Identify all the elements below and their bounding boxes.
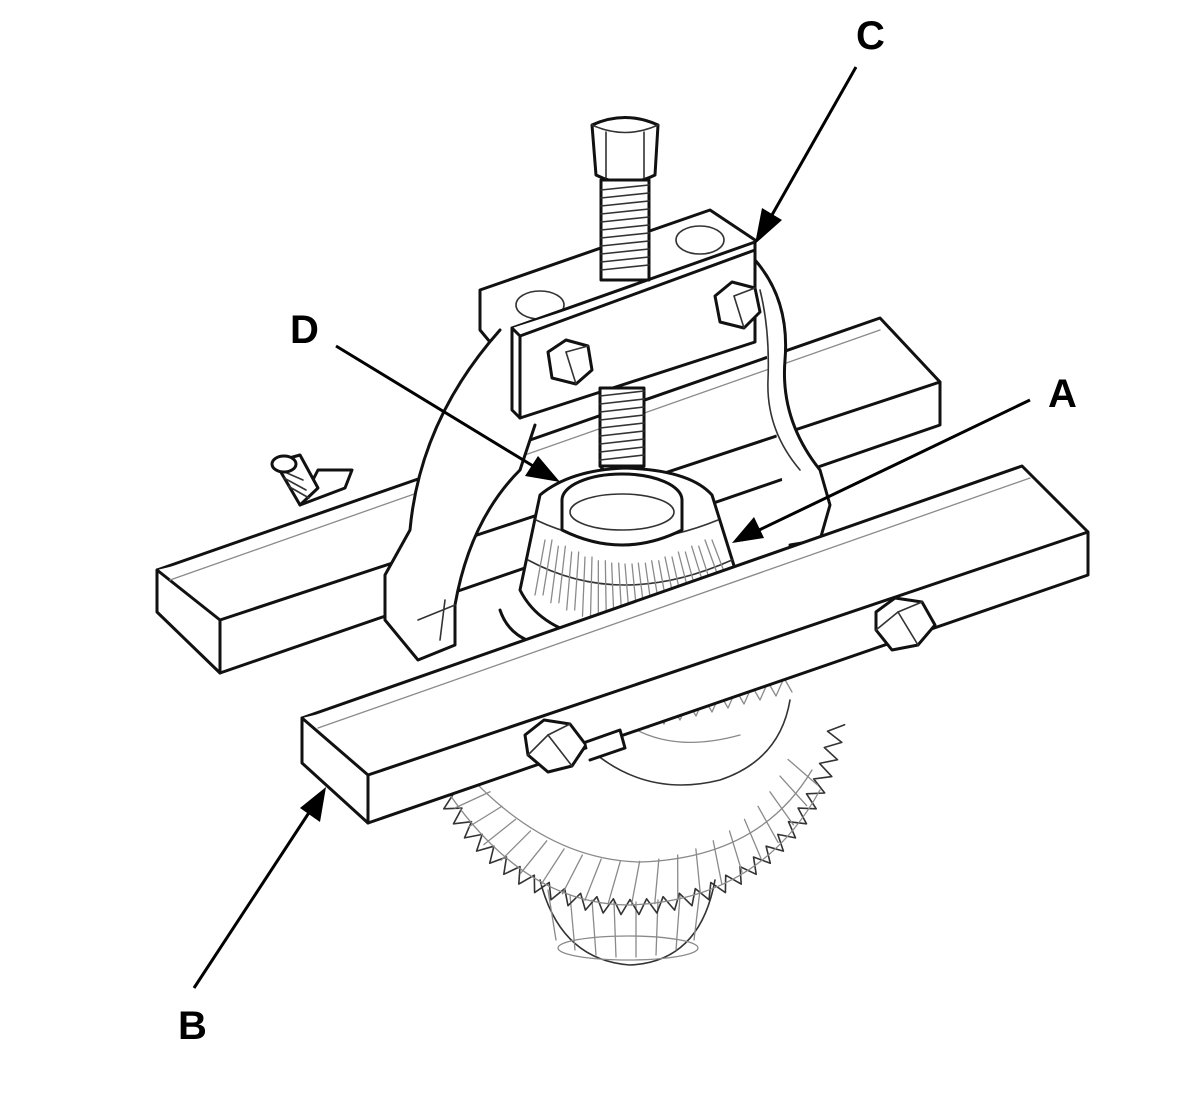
forcing-screw: [590, 116, 660, 492]
rear-bar-bolt: [270, 453, 354, 507]
callout-leader-d: [335, 344, 560, 482]
front-support-bar: [300, 464, 1090, 825]
helical-gear: [417, 723, 846, 916]
crossbar-nut-right: [713, 280, 762, 330]
bearing-puller: [383, 208, 832, 662]
callout-label-d: D: [290, 308, 319, 352]
callout-leader-a: [732, 398, 1031, 543]
crossbar-nut-left: [546, 338, 594, 386]
differential-gear: [417, 677, 846, 966]
callout-leader-b: [192, 787, 326, 989]
front-bar-bolt-left: [523, 718, 627, 774]
callout-leader-c: [755, 66, 858, 244]
callout-label-b: B: [178, 1004, 207, 1048]
callout-label-c: C: [856, 14, 885, 58]
callout-label-a: A: [1048, 372, 1077, 416]
lower-bearing: [539, 879, 716, 966]
front-bar-bolt-right: [874, 596, 937, 652]
